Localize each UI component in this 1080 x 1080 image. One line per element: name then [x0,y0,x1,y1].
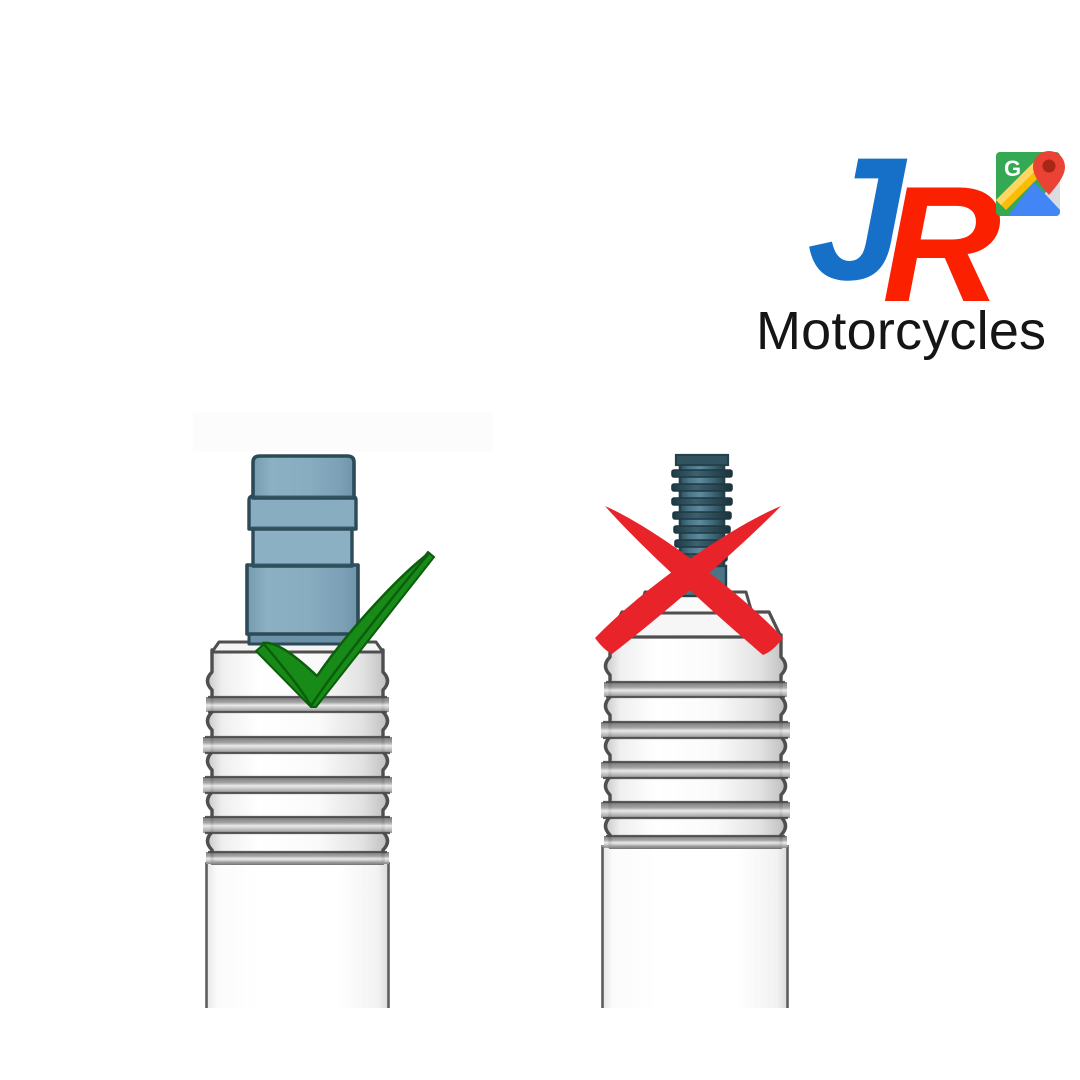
google-maps-icon[interactable]: G [992,148,1072,228]
right-valve-stem-group [595,453,790,1008]
right-stem-tube [601,845,789,1008]
brand-initial-r: R [882,152,1001,336]
google-g-letter: G [1004,156,1021,181]
left-stem-ribbed-body [203,640,392,865]
brand-logo: J R Motorcycles [752,132,1072,375]
left-valve-cap [245,454,360,646]
green-check-icon [254,550,436,708]
map-pin-icon [1033,151,1065,195]
brand-initials: J R [752,132,1002,327]
red-cross-icon [595,506,783,655]
left-stem-tube [205,862,390,1008]
google-maps-icon-glyph: G [996,151,1065,216]
right-stem-ribbed-body [601,590,790,849]
background-panel [193,412,493,452]
left-valve-stem-group [203,454,436,1008]
brand-subtitle: Motorcycles [756,301,1047,361]
brand-initial-j: J [807,122,904,317]
